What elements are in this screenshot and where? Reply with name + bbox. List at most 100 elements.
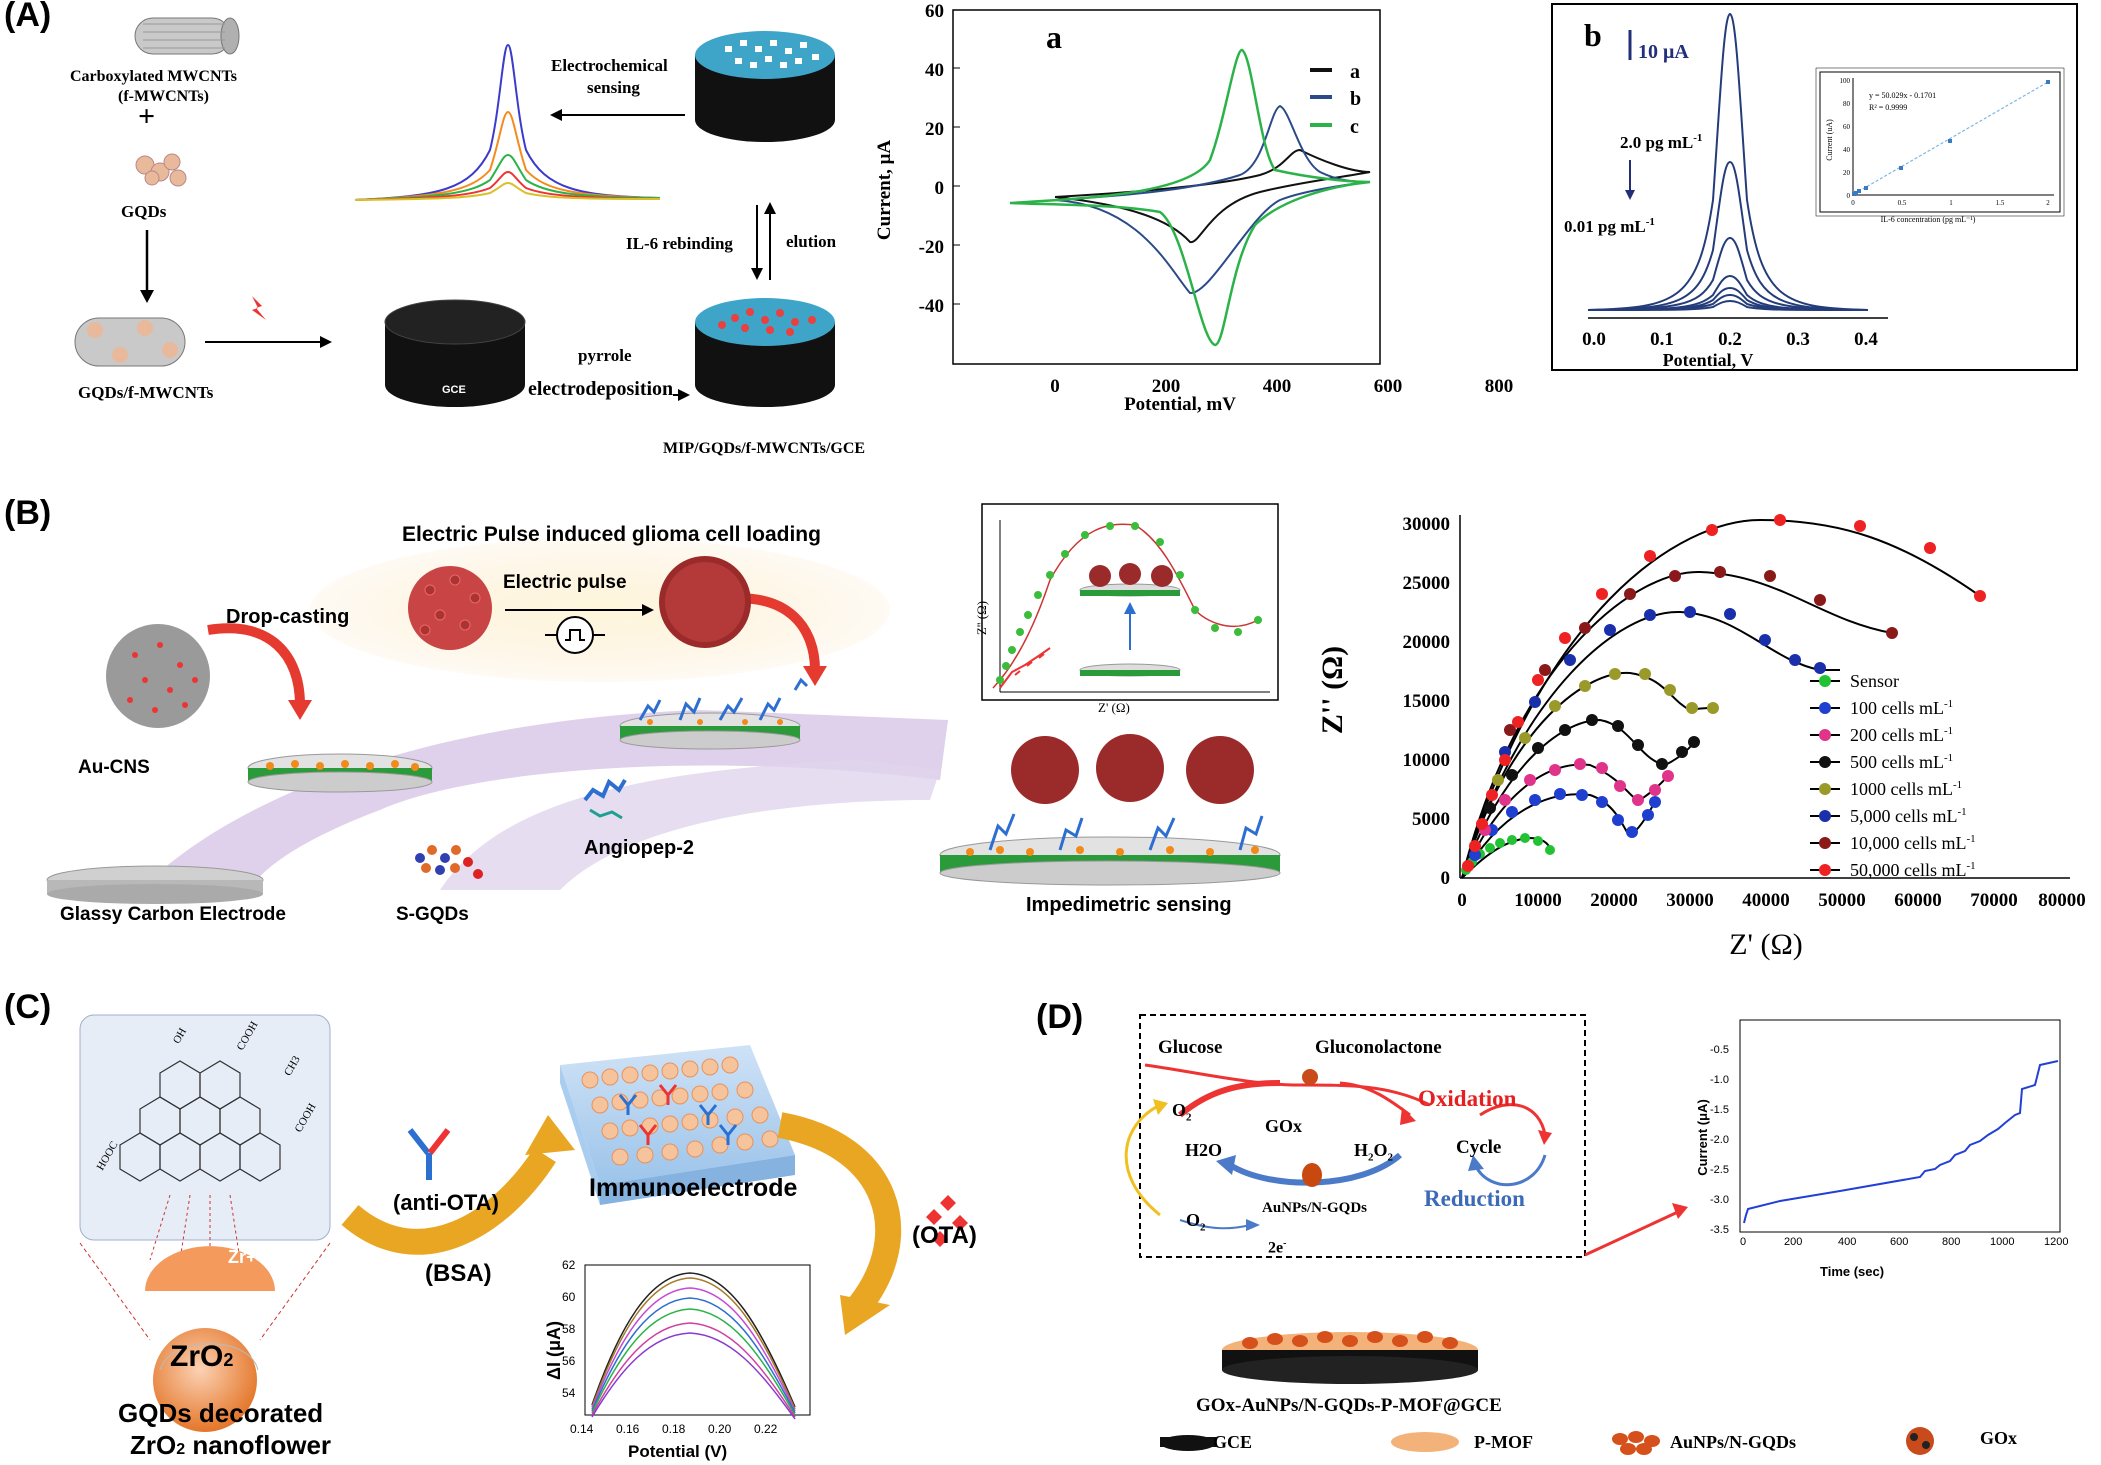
nyq-y-tick: 20000 <box>1403 632 1451 653</box>
cv-y-tick: 0 <box>935 178 945 199</box>
c-dpv-y-tick: 60 <box>562 1290 575 1304</box>
cv-y-tick: 60 <box>925 1 944 22</box>
d-cycle: Cycle <box>1456 1137 1501 1159</box>
c-dpv-x-tick: 0.18 <box>662 1422 685 1436</box>
d-amp-x-tick: 200 <box>1784 1236 1802 1248</box>
d-amp-x-tick: 0 <box>1740 1236 1746 1248</box>
nyq-x-tick: 60000 <box>1894 890 1942 911</box>
nyq-x-tick: 0 <box>1457 890 1467 911</box>
d-gox: GOx <box>1265 1116 1302 1137</box>
d-o2-top: O2 <box>1172 1100 1192 1124</box>
inset-y-tick: 20 <box>1843 169 1851 177</box>
pyrrole-label: pyrrole <box>578 346 632 366</box>
d-h2o: H2O <box>1185 1140 1222 1161</box>
d-glucose: Glucose <box>1158 1037 1222 1059</box>
cv-plot: 60 40 20 0 -20 -40 0 200 400 600 800 a C… <box>880 0 1440 440</box>
c-ota: (OTA) <box>912 1222 977 1250</box>
c-dpv-xlabel: Potential (V) <box>628 1442 727 1462</box>
d-amp-x-tick: 800 <box>1942 1236 1960 1248</box>
nyq-legend-label: 500 cells mL-1 <box>1850 752 1953 772</box>
c-dpv-y-tick: 58 <box>562 1322 575 1336</box>
cv-x-tick: 600 <box>1374 376 1403 397</box>
nyq-legend-label: Sensor <box>1850 671 1899 691</box>
c-nano-2-tail: nanoflower <box>185 1430 331 1460</box>
inset-equation: y = 50.029x - 0.1701 <box>1869 91 1936 100</box>
d-electrons-text: 2e <box>1268 1239 1283 1256</box>
d-gluconolactone: Gluconolactone <box>1315 1037 1442 1059</box>
c-immunoelectrode: Immunoelectrode <box>589 1174 797 1203</box>
d-reduction: Reduction <box>1424 1186 1525 1212</box>
gqd-dots <box>136 154 186 186</box>
d-oxidation: Oxidation <box>1418 1086 1516 1112</box>
nyq-y-tick: 30000 <box>1403 514 1451 535</box>
d-legend-gce: GCE <box>1213 1432 1252 1453</box>
electrode-au <box>248 754 432 792</box>
d-amp-y-tick: -1.0 <box>1710 1074 1729 1086</box>
d-amp-y-tick: -1.5 <box>1710 1104 1729 1116</box>
dpv-low-conc: 0.01 pg mL-1 <box>1564 216 1655 236</box>
inset-y-tick: 60 <box>1843 123 1851 131</box>
c-dpv-x-tick: 0.22 <box>754 1422 777 1436</box>
inset-x-tick: 0.5 <box>1898 199 1907 207</box>
il6-rebinding-label: IL-6 rebinding <box>626 234 733 254</box>
nyq-legend-label: 5,000 cells mL-1 <box>1850 806 1967 826</box>
inset-xlabel: IL-6 concentration (pg mL⁻¹) <box>1881 215 1976 224</box>
nyq-legend-label: 200 cells mL-1 <box>1850 725 1953 745</box>
cv-y-tick: -40 <box>919 296 944 317</box>
dpv-plot: b 10 μA 2.0 pg mL-1 0.01 pg mL-1 0.0 0.1… <box>1548 0 2088 380</box>
nyq-x-tick: 30000 <box>1666 890 1714 911</box>
b-inset-xlabel: Z' (Ω) <box>1098 700 1130 716</box>
nyq-x-tick: 50000 <box>1818 890 1866 911</box>
gqds-mwcnt-tube <box>75 318 185 366</box>
nyq-y-tick: 10000 <box>1403 750 1451 771</box>
b-s-gqds: S-GQDs <box>396 904 469 926</box>
b-electric-pulse: Electric pulse <box>503 572 627 594</box>
nyq-legend-label: 50,000 cells mL-1 <box>1850 860 1976 880</box>
c-nano-2-text: ZrO <box>130 1430 176 1460</box>
c-dpv-y-tick: 56 <box>562 1354 575 1368</box>
d-amp-y-tick: -3.0 <box>1710 1194 1729 1206</box>
d-amp-y-tick: -3.5 <box>1710 1224 1729 1236</box>
legend-aunps-icon <box>1612 1431 1660 1455</box>
c-dpv-x-tick: 0.16 <box>616 1422 639 1436</box>
cv-x-tick: 800 <box>1485 376 1514 397</box>
d-legend-aunps: AuNPs/N-GQDs <box>1670 1432 1796 1453</box>
mip-cylinder <box>695 298 835 407</box>
c-dpv-y-tick: 62 <box>562 1258 575 1272</box>
dpv-x-tick: 0.3 <box>1786 329 1810 350</box>
dpv-x-tick: 0.1 <box>1650 329 1674 350</box>
c-dpv-plot <box>585 1265 810 1419</box>
dpv-xlabel: Potential, V <box>1663 350 1754 370</box>
nyq-legend-label: 100 cells mL-1 <box>1850 698 1953 718</box>
c-dpv-x-tick: 0.20 <box>708 1422 731 1436</box>
b-inset-ylabel: Z'' (Ω) <box>974 601 990 635</box>
dpv-x-tick: 0.4 <box>1854 329 1878 350</box>
plus-sign: + <box>138 100 155 134</box>
dpv-high-conc: 2.0 pg mL-1 <box>1620 132 1702 152</box>
c-nano-2: ZrO2 nanoflower <box>130 1430 331 1461</box>
amp-plot <box>1740 1020 2060 1232</box>
cv-y-tick: -20 <box>919 237 944 258</box>
elution-label: elution <box>786 232 836 252</box>
d-o2-bottom: O2 <box>1186 1210 1206 1234</box>
cv-x-tick: 400 <box>1263 376 1292 397</box>
c-dpv-x-tick: 0.14 <box>570 1422 593 1436</box>
mwcnt-label-1: Carboxylated MWCNTs <box>70 68 237 86</box>
nyquist-plot: 0 5000 10000 15000 20000 25000 30000 0 1… <box>1320 490 2100 970</box>
b-angiopep: Angiopep-2 <box>584 837 694 860</box>
c-anti-ota: (anti-OTA) <box>393 1190 499 1216</box>
nyq-y-tick: 5000 <box>1412 809 1450 830</box>
d-amp-ylabel: Current (μA) <box>1695 1099 1710 1176</box>
c-bsa: (BSA) <box>425 1260 492 1288</box>
legend-pmof-icon <box>1391 1432 1459 1452</box>
d-o2-top-text: O <box>1172 1100 1186 1120</box>
d-amp-x-tick: 1000 <box>1990 1236 2014 1248</box>
inset-y-tick: 40 <box>1843 146 1851 154</box>
nyq-y-tick: 25000 <box>1403 573 1451 594</box>
mwcnt-label-2: (f-MWCNTs) <box>118 88 209 106</box>
d-legend-gox: GOx <box>1980 1428 2017 1449</box>
sensing-label: sensing <box>587 78 640 98</box>
d-amp-xlabel: Time (sec) <box>1820 1264 1884 1279</box>
c-nano-1: GQDs decorated <box>118 1398 323 1429</box>
nyq-x-tick: 20000 <box>1590 890 1638 911</box>
